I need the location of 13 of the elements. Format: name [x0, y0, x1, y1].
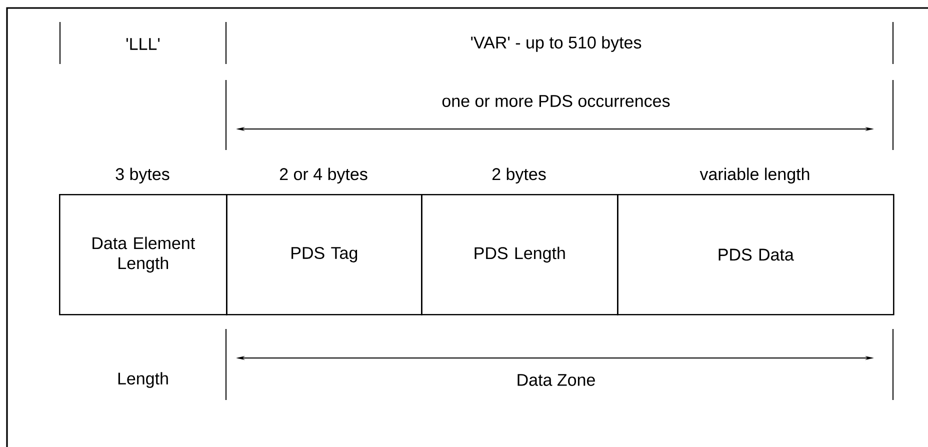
size-label: variable length	[700, 168, 810, 184]
field-label: 'VAR' - up to 510 bytes	[471, 36, 642, 52]
size-label: 2 or 4 bytes	[280, 168, 368, 184]
field-label: Data Zone	[518, 374, 595, 386]
size-label: 3 bytes	[116, 168, 170, 184]
field-label: 'LLL'	[126, 38, 160, 50]
field-box: PDS Length	[421, 194, 618, 316]
field-box: PDS Data	[617, 194, 894, 316]
field-box: Data Element Length	[59, 194, 228, 316]
field-label: one or more PDS occurrences	[442, 94, 670, 108]
field-box: PDS Tag	[226, 194, 422, 316]
size-label: 2 bytes	[492, 168, 546, 184]
field-label: Length	[118, 372, 168, 388]
